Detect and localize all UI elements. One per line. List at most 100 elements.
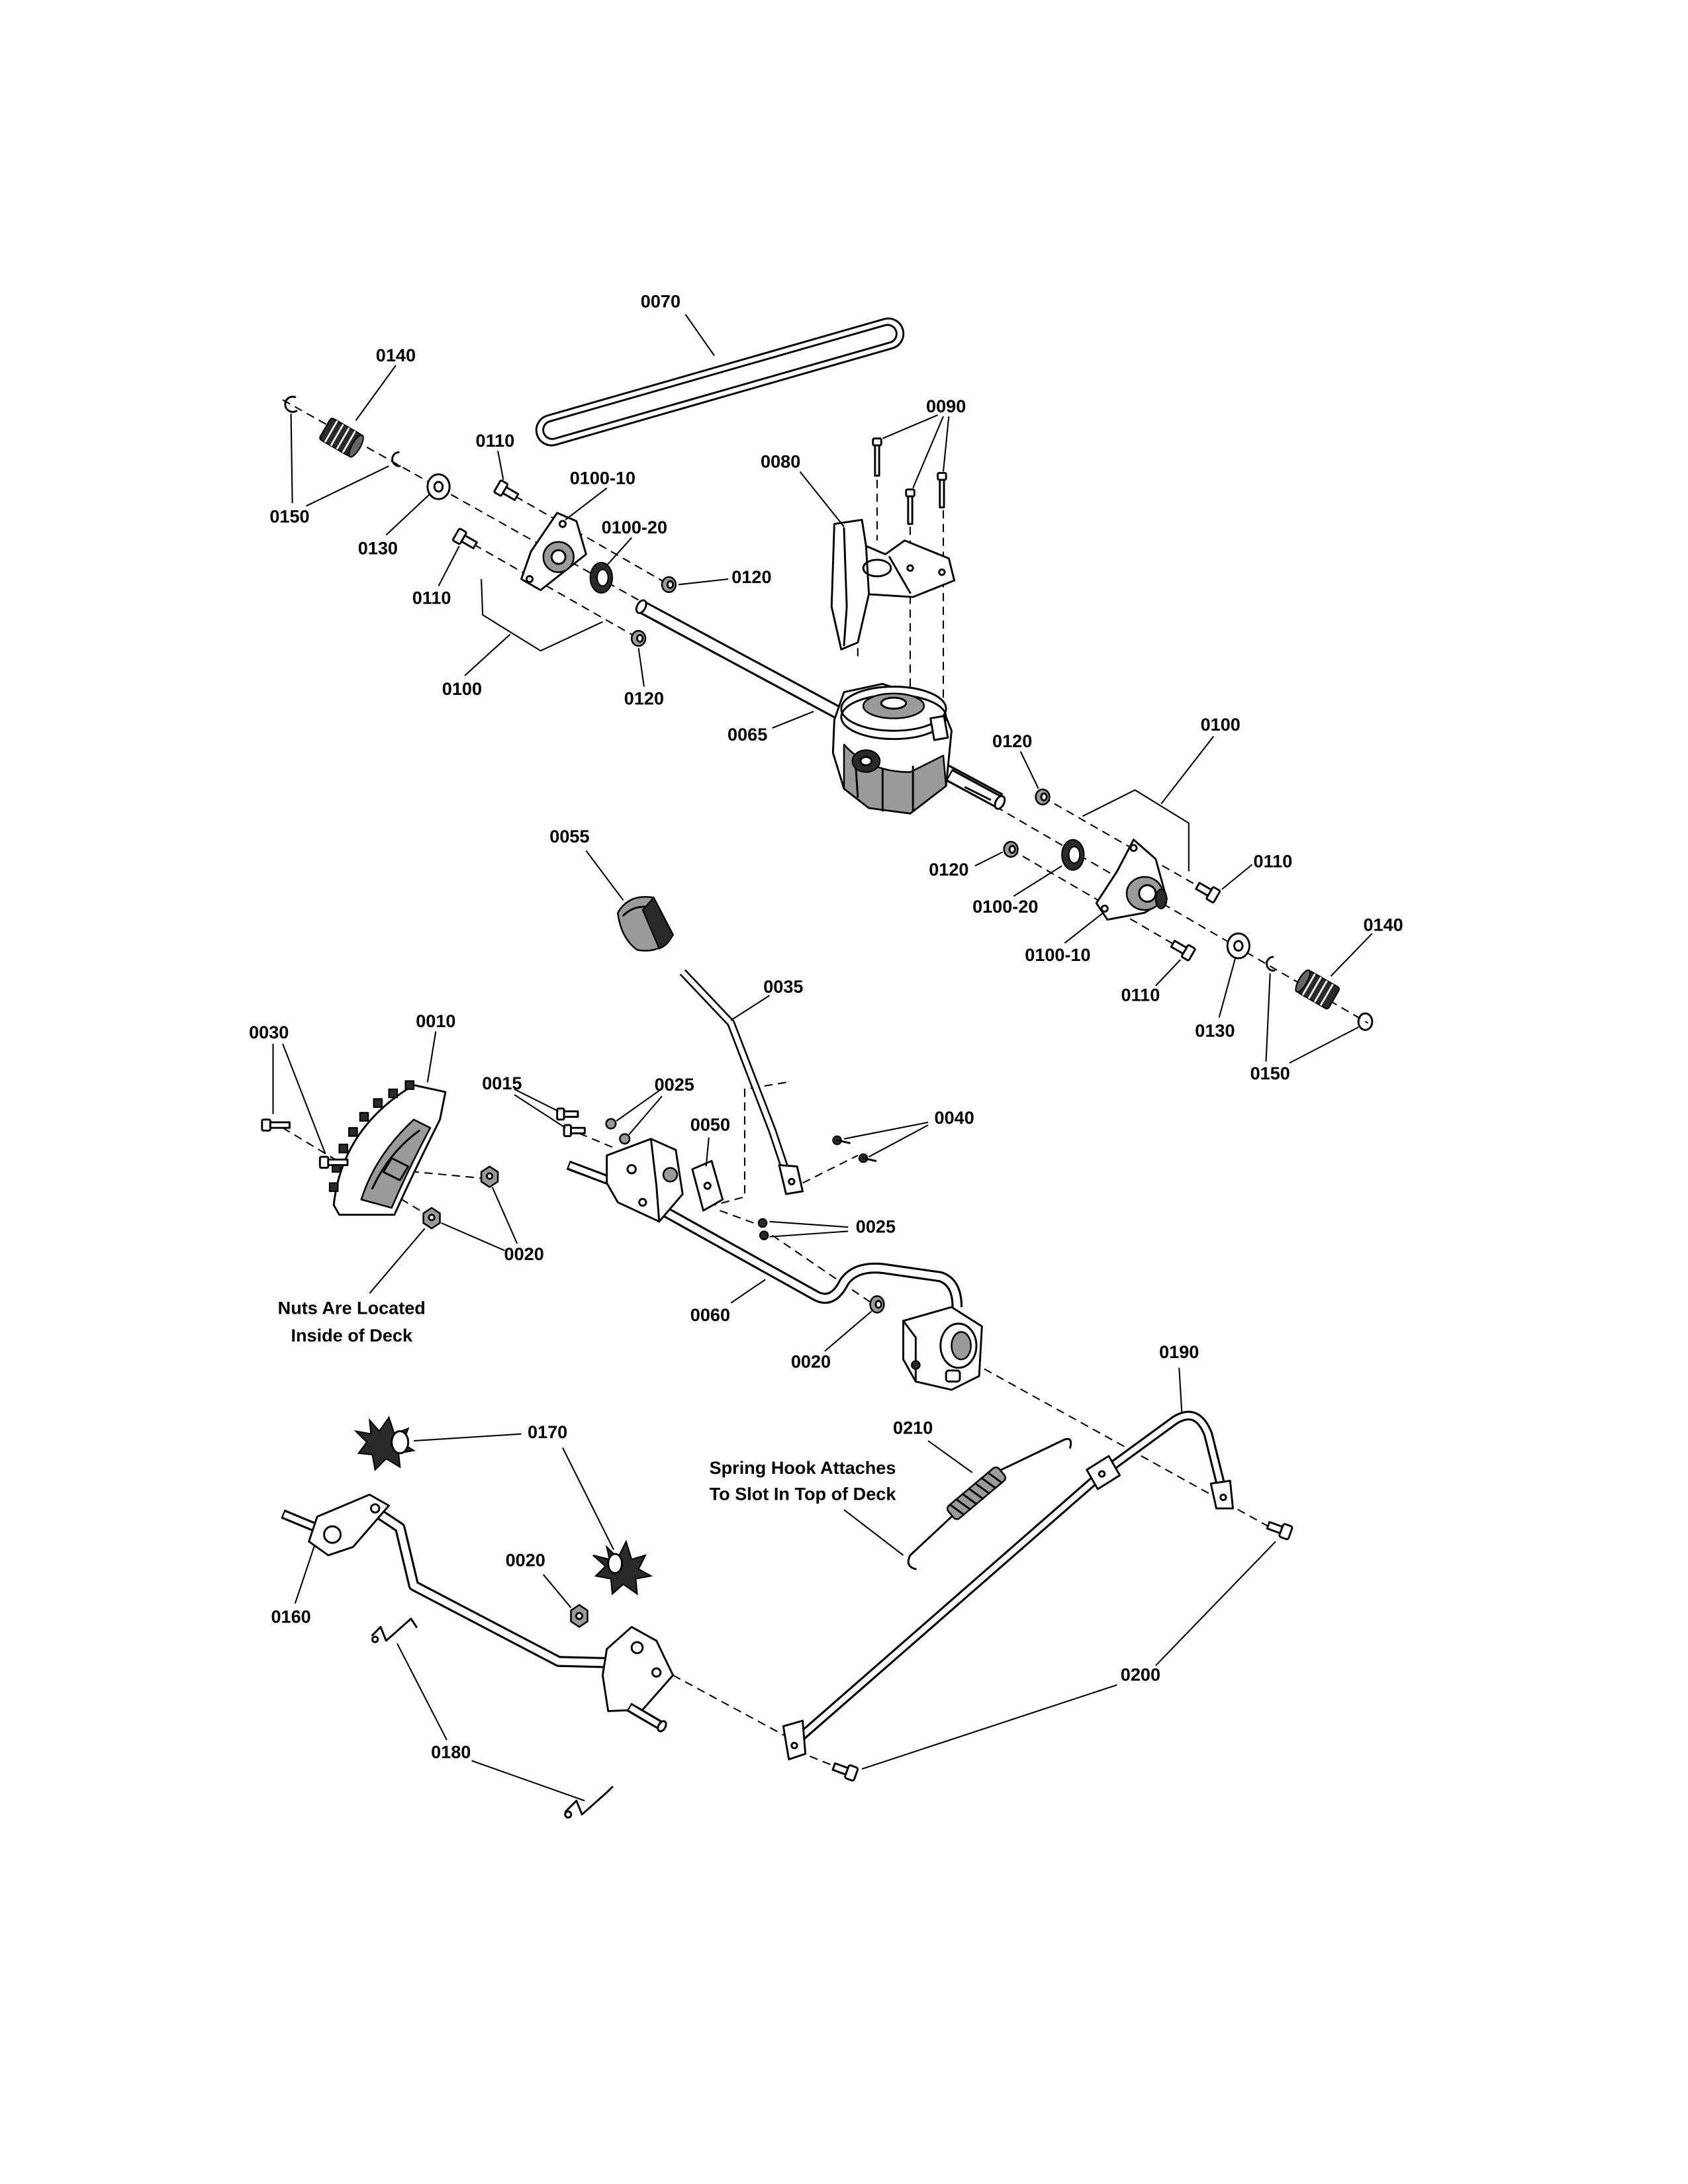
note-nuts-location-line2: Inside of Deck: [291, 1325, 413, 1345]
pinion-gear: [319, 418, 364, 458]
detent-plate: [328, 1080, 447, 1216]
height-adjust-lever: [281, 1493, 675, 1733]
bolt: [493, 479, 520, 502]
nut: [661, 576, 677, 594]
callout-label: 0100-20: [602, 517, 667, 537]
callout-label: 0110: [476, 430, 515, 451]
belt: [535, 317, 905, 447]
shift-lever: [679, 969, 804, 1195]
bracket-callout-outline: [481, 578, 603, 652]
callout-label: 0110: [1254, 850, 1293, 871]
bearing-flange: [520, 512, 587, 592]
callout-label: 0040: [935, 1107, 974, 1128]
callout-label: 0140: [376, 345, 416, 365]
note-spring-hook-line1: Spring Hook Attaches: [710, 1457, 896, 1478]
screw: [858, 1153, 877, 1163]
nut: [1035, 788, 1051, 805]
callout-label: 0050: [690, 1114, 730, 1134]
retaining-clip: [1357, 1012, 1374, 1031]
shift-bracket: [606, 1138, 684, 1223]
callout-labels: 0070 0140 0110 0090 0080 0100-10 0100-20…: [249, 291, 1403, 1762]
washer: [426, 473, 451, 500]
bearing: [589, 561, 614, 594]
bearing: [1061, 839, 1085, 871]
nut: [422, 1206, 441, 1230]
bolt: [905, 488, 915, 525]
callout-label: 0210: [893, 1418, 933, 1438]
callout-label: 0120: [624, 688, 664, 709]
bolt: [1266, 1521, 1293, 1541]
pivot-housing: [902, 1306, 983, 1391]
bracket-callout-outline: [1082, 789, 1190, 872]
callout-label: 0060: [690, 1304, 730, 1325]
nut: [570, 1604, 588, 1628]
bolt: [1170, 940, 1196, 962]
screw: [832, 1135, 851, 1146]
hairpin-clip: [371, 1617, 418, 1643]
callout-label: 0130: [1195, 1021, 1235, 1041]
extension-spring: [907, 1437, 1072, 1570]
bolt: [937, 472, 947, 509]
nut: [630, 629, 647, 647]
screw: [556, 1107, 579, 1121]
axle-shaft-stub: [945, 768, 1006, 810]
callout-label: 0120: [731, 567, 771, 587]
bolt: [831, 1762, 859, 1782]
shift-rod: [566, 1160, 963, 1308]
shift-knob: [617, 895, 674, 952]
bolt: [451, 527, 478, 549]
adjuster-wheel: [353, 1416, 416, 1471]
callout-label: 0100: [1201, 714, 1241, 735]
callout-label: 0025: [856, 1216, 896, 1237]
callout-label: 0100-10: [570, 467, 635, 488]
callout-label: 0160: [271, 1606, 310, 1627]
leader-lines: [272, 314, 1373, 1801]
callout-label: 0190: [1159, 1342, 1199, 1362]
callout-label: 0110: [412, 588, 451, 608]
nut: [869, 1295, 885, 1314]
callout-label: 0140: [1363, 914, 1403, 934]
retaining-clip: [1266, 956, 1276, 972]
callout-label: 0120: [929, 859, 968, 880]
callout-label: 0170: [528, 1422, 567, 1442]
hairpin-clip: [564, 1786, 614, 1819]
note-nuts-location-line1: Nuts Are Located: [278, 1297, 426, 1318]
adjuster-wheel: [592, 1539, 653, 1596]
pinion-gear: [1295, 969, 1340, 1010]
callout-label: 0100-20: [972, 896, 1038, 917]
callout-label: 0120: [992, 731, 1032, 751]
bolt: [318, 1156, 349, 1169]
shift-plate: [691, 1160, 724, 1212]
callout-label: 0020: [791, 1351, 831, 1372]
mounting-bracket: [830, 518, 956, 651]
bolt: [261, 1118, 291, 1132]
callout-label: 0090: [926, 396, 966, 416]
callout-label: 0035: [763, 976, 803, 997]
connecting-rod: [782, 1410, 1234, 1760]
callout-label: 0070: [641, 291, 680, 312]
bolt: [872, 437, 882, 477]
callout-label: 0055: [549, 826, 589, 846]
callout-label: 0150: [1250, 1063, 1290, 1083]
callout-label: 0150: [269, 506, 309, 527]
retaining-clip: [284, 396, 298, 413]
bolt: [1195, 882, 1221, 903]
callout-label: 0015: [482, 1073, 522, 1093]
note-spring-hook-line2: To Slot In Top of Deck: [710, 1484, 897, 1504]
screw: [563, 1124, 586, 1138]
callout-label: 0100-10: [1025, 944, 1090, 965]
nut: [1003, 841, 1019, 858]
callout-label: 0200: [1121, 1664, 1160, 1685]
nut: [757, 1218, 768, 1228]
transmission-gearbox: [831, 682, 953, 815]
washer: [1226, 932, 1250, 960]
callout-label: 0010: [416, 1011, 455, 1031]
retaining-clip: [391, 451, 401, 467]
callout-label: 0130: [358, 538, 398, 559]
bearing-flange: [1095, 839, 1168, 921]
notes: Nuts Are Located Inside of Deck Spring H…: [278, 1297, 897, 1504]
callout-label: 0020: [506, 1550, 545, 1570]
nut: [619, 1133, 631, 1145]
callout-label: 0100: [442, 678, 482, 699]
callout-label: 0020: [504, 1244, 544, 1264]
